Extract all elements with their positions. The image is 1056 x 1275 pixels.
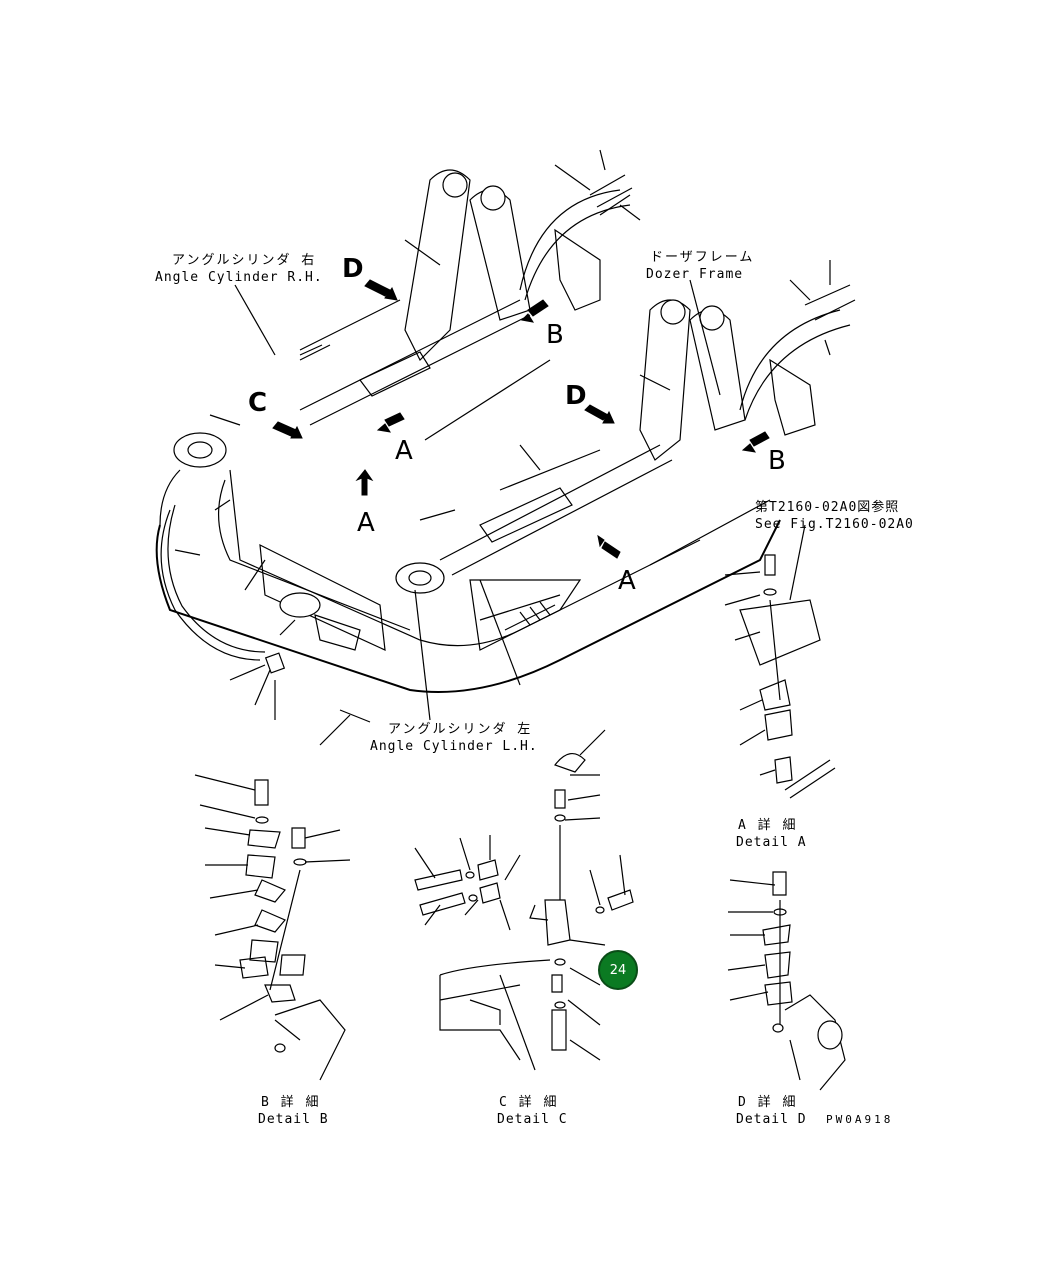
detail-marker-d-left: D	[342, 254, 364, 284]
hydraulic-hoses	[160, 189, 851, 661]
main-view-bolts	[264, 174, 856, 723]
detail-c-caption-jp: C 詳 細	[499, 1095, 559, 1110]
detail-d-caption-jp: D 詳 細	[738, 1095, 798, 1110]
detail-marker-c: C	[248, 388, 268, 418]
see-fig-en-label: See Fig.T2160-02A0	[755, 517, 914, 532]
detail-marker-b-right: B	[768, 446, 786, 476]
detail-b-caption-jp: B 詳 細	[261, 1095, 321, 1110]
dozer-frame-jp-label: ドーザフレーム	[650, 250, 755, 265]
detail-marker-a-left: A	[395, 436, 413, 466]
detail-marker-b-left: B	[546, 320, 564, 350]
detail-a-caption-jp: A 詳 細	[738, 818, 798, 833]
detail-c-caption-en: Detail C	[497, 1112, 568, 1127]
angle-cylinder-lh-en-label: Angle Cylinder L.H.	[370, 739, 538, 754]
detail-d-parts	[727, 871, 846, 1091]
detail-b-caption-en: Detail B	[258, 1112, 329, 1127]
angle-cylinder-rh-en-label: Angle Cylinder R.H.	[155, 270, 323, 285]
leader-lines-main	[174, 149, 831, 746]
detail-a-parts	[724, 554, 836, 799]
angle-cylinders	[173, 299, 673, 594]
dozer-frame-en-label: Dozer Frame	[646, 267, 744, 282]
detail-b-parts	[194, 774, 351, 1081]
dozer-frame-body	[155, 469, 781, 693]
detail-arrows	[272, 279, 770, 559]
angle-cylinder-rh-jp-label: アングルシリンダ 右	[172, 253, 317, 268]
see-fig-jp-label: 第T2160-02A0図参照	[755, 500, 900, 515]
detail-d-caption-en: Detail D	[736, 1112, 807, 1127]
detail-marker-d-right: D	[565, 381, 587, 411]
angle-cylinder-lh-jp-label: アングルシリンダ 左	[388, 722, 533, 737]
detail-c-parts	[414, 729, 634, 1071]
lift-arms	[404, 169, 816, 461]
detail-marker-a-right: A	[618, 566, 636, 596]
part-callout-24[interactable]: 24	[598, 950, 638, 990]
detail-marker-a-mid: A	[357, 508, 375, 538]
drawing-code: PW0A918	[826, 1113, 894, 1126]
detail-a-caption-en: Detail A	[736, 835, 807, 850]
